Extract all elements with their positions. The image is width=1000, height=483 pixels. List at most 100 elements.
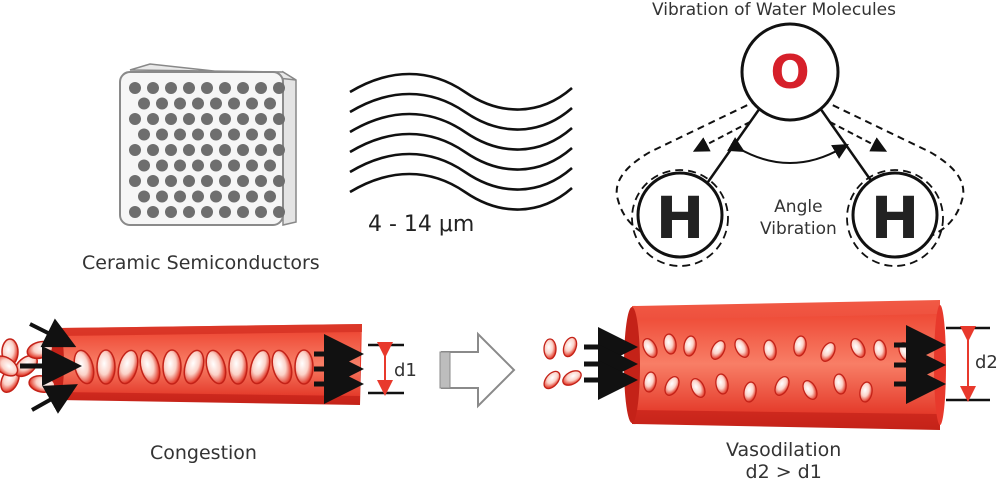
ceramic-dot: [273, 113, 285, 125]
water-molecule: O H H: [615, 22, 965, 267]
wave-line: [349, 112, 573, 151]
ceramic-dot: [246, 97, 258, 110]
ceramic-dot: [156, 97, 168, 110]
ceramic-dot: [246, 190, 258, 203]
ceramic-dot: [219, 82, 231, 94]
ceramic-dot: [192, 97, 204, 110]
ceramic-dot: [219, 206, 231, 218]
ceramic-dot: [219, 175, 231, 187]
ceramic-dot: [255, 206, 267, 218]
ceramic-label: Ceramic Semiconductors: [82, 252, 320, 274]
red-blood-cell: [820, 342, 836, 362]
ceramic-dot: [210, 97, 222, 110]
ceramic-dot: [237, 113, 249, 125]
red-blood-cell: [562, 336, 578, 358]
ceramic-dot: [255, 82, 267, 94]
wave-line: [349, 92, 573, 131]
ceramic-dot: [273, 82, 285, 94]
ceramic-dot: [192, 159, 204, 172]
ceramic-dot: [228, 159, 240, 172]
ceramic-dot: [264, 97, 276, 110]
ceramic-dot: [129, 206, 141, 218]
ceramic-dot: [237, 206, 249, 218]
vasodilation-red-cells: [543, 333, 928, 403]
red-blood-cell: [643, 371, 657, 393]
d2-label: d2: [975, 352, 998, 373]
red-blood-cell: [139, 349, 161, 385]
red-blood-cell: [859, 381, 873, 403]
red-blood-cell: [715, 373, 729, 395]
ceramic-dot: [183, 175, 195, 187]
ceramic-dot: [138, 97, 150, 110]
red-blood-cell: [664, 376, 680, 396]
red-blood-cell: [96, 349, 116, 385]
water-vibration-title: Vibration of Water Molecules: [652, 0, 897, 20]
ceramic-dot: [165, 113, 177, 125]
ceramic-dot: [219, 113, 231, 125]
ceramic-dot: [237, 82, 249, 94]
congestion-label: Congestion: [150, 442, 257, 464]
ceramic-dot: [201, 206, 213, 218]
wave-line: [349, 172, 573, 211]
ceramic-dot: [192, 128, 204, 141]
ceramic-dot: [273, 144, 285, 156]
wave-line: [349, 132, 573, 171]
ceramic-dot: [183, 206, 195, 218]
angle-label-line2: Vibration: [760, 219, 837, 239]
angle-vibration-label: Angle Vibration: [760, 196, 837, 240]
ceramic-dot: [129, 82, 141, 94]
ceramic-dot: [228, 97, 240, 110]
red-blood-cell: [205, 349, 227, 385]
ceramic-dot: [192, 190, 204, 203]
red-blood-cell: [249, 349, 271, 385]
hydrogen-atom-left: [636, 171, 724, 259]
red-blood-cell: [743, 381, 757, 403]
red-blood-cell: [183, 349, 205, 385]
ceramic-dot: [246, 128, 258, 141]
ceramic-dot: [138, 128, 150, 141]
ceramic-dot: [174, 128, 186, 141]
ceramic-dot: [183, 113, 195, 125]
red-blood-cell: [294, 349, 314, 385]
ceramic-dot: [183, 144, 195, 156]
ceramic-dot: [246, 159, 258, 172]
hydrogen-symbol-right: H: [871, 184, 920, 252]
ceramic-dot: [264, 128, 276, 141]
red-blood-cell: [543, 338, 557, 360]
vasodilation-title: Vasodilation: [726, 439, 842, 461]
ceramic-dot: [147, 82, 159, 94]
red-blood-cell: [162, 349, 182, 385]
ceramic-dot-grid: [129, 82, 285, 218]
ceramic-dot: [264, 159, 276, 172]
wave-line: [349, 72, 573, 111]
hydrogen-symbol-left: H: [656, 184, 705, 252]
ceramic-dot: [174, 97, 186, 110]
red-blood-cell: [793, 335, 807, 357]
red-blood-cell: [642, 338, 658, 358]
ceramic-dot: [255, 175, 267, 187]
ceramic-dot: [228, 190, 240, 203]
wave-line: [349, 152, 573, 191]
transition-arrow: [439, 331, 516, 409]
ceramic-dot: [156, 128, 168, 141]
ceramic-dot: [156, 190, 168, 203]
red-blood-cell: [763, 339, 777, 361]
red-blood-cell: [0, 355, 19, 377]
ceramic-block: [119, 63, 297, 226]
red-blood-cell: [117, 349, 139, 385]
vasodilation-label: Vasodilation d2 > d1: [726, 439, 841, 483]
red-blood-cell: [543, 370, 561, 390]
ceramic-dot: [201, 82, 213, 94]
ceramic-dot: [228, 128, 240, 141]
ceramic-dot: [129, 175, 141, 187]
red-blood-cell: [833, 373, 847, 395]
comparison-label: d2 > d1: [745, 461, 822, 483]
ceramic-dot: [138, 159, 150, 172]
ceramic-dot: [147, 175, 159, 187]
red-blood-cell: [802, 380, 818, 400]
ceramic-dot: [255, 144, 267, 156]
red-blood-cell: [850, 338, 866, 358]
angle-label-line1: Angle: [774, 197, 823, 217]
red-blood-cell: [271, 349, 293, 385]
